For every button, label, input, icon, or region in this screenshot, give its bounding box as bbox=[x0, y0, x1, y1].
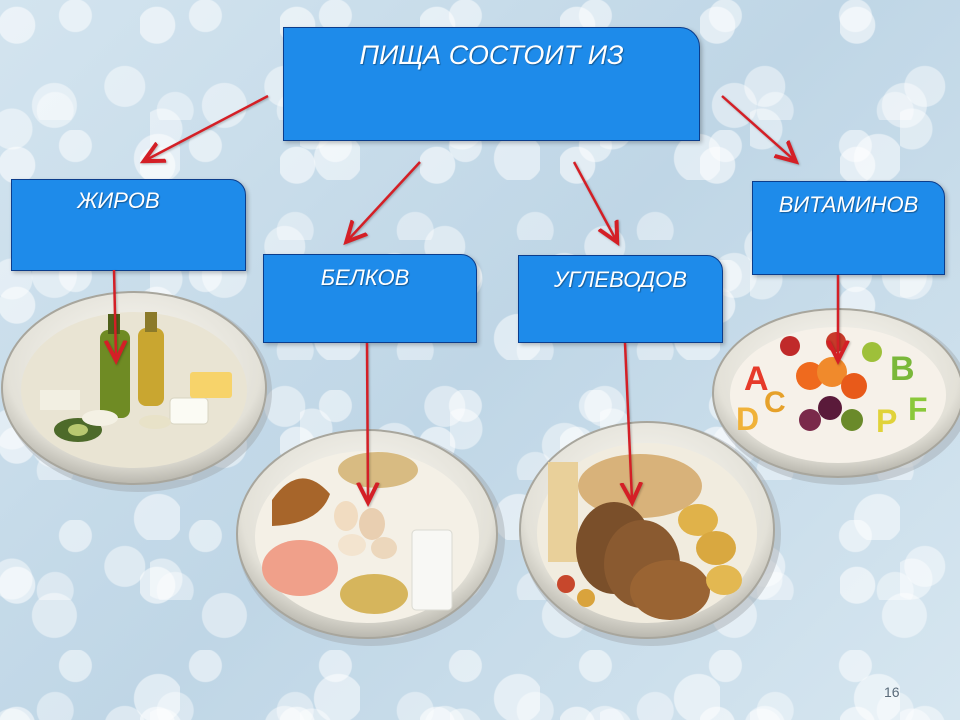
arrow-fat-to-plate bbox=[114, 269, 116, 358]
vitamin-letter-f: F bbox=[908, 391, 928, 427]
carbs-label: УГЛЕВОДОВ bbox=[554, 267, 687, 292]
vitamin-letters: A C D B P F bbox=[736, 350, 928, 439]
fat-label: ЖИРОВ bbox=[77, 188, 160, 213]
vitamin-letter-p: P bbox=[876, 403, 897, 439]
main-title: ПИЩА СОСТОИТ ИЗ bbox=[359, 40, 624, 70]
vitamin-food-plate bbox=[712, 308, 960, 485]
arrow-to-vitamins bbox=[721, 95, 794, 160]
vitamin-letter-b: B bbox=[890, 350, 915, 388]
vitamin-letter-c: C bbox=[764, 386, 786, 419]
arrow-to-protein bbox=[348, 161, 421, 240]
fat-food-plate bbox=[1, 291, 272, 492]
fat-box: ЖИРОВ bbox=[11, 179, 246, 271]
page-number: 16 bbox=[884, 684, 900, 700]
protein-food-plate bbox=[236, 429, 505, 646]
protein-label: БЕЛКОВ bbox=[320, 265, 410, 290]
vitamins-label: ВИТАМИНОВ bbox=[778, 192, 919, 217]
vitamin-letter-d: D bbox=[736, 401, 759, 437]
protein-box: БЕЛКОВ bbox=[263, 254, 477, 343]
vitamins-box: ВИТАМИНОВ bbox=[752, 181, 945, 275]
arrow-to-fat bbox=[146, 94, 269, 160]
carbs-box: УГЛЕВОДОВ bbox=[518, 255, 723, 343]
arrow-protein-to-plate bbox=[367, 342, 368, 500]
main-title-box: ПИЩА СОСТОИТ ИЗ bbox=[283, 27, 700, 141]
carbs-food-plate bbox=[519, 421, 781, 646]
arrow-carbs-to-plate bbox=[625, 342, 632, 500]
arrow-to-carbs bbox=[572, 161, 616, 240]
vitamin-letter-a: A bbox=[744, 360, 769, 398]
